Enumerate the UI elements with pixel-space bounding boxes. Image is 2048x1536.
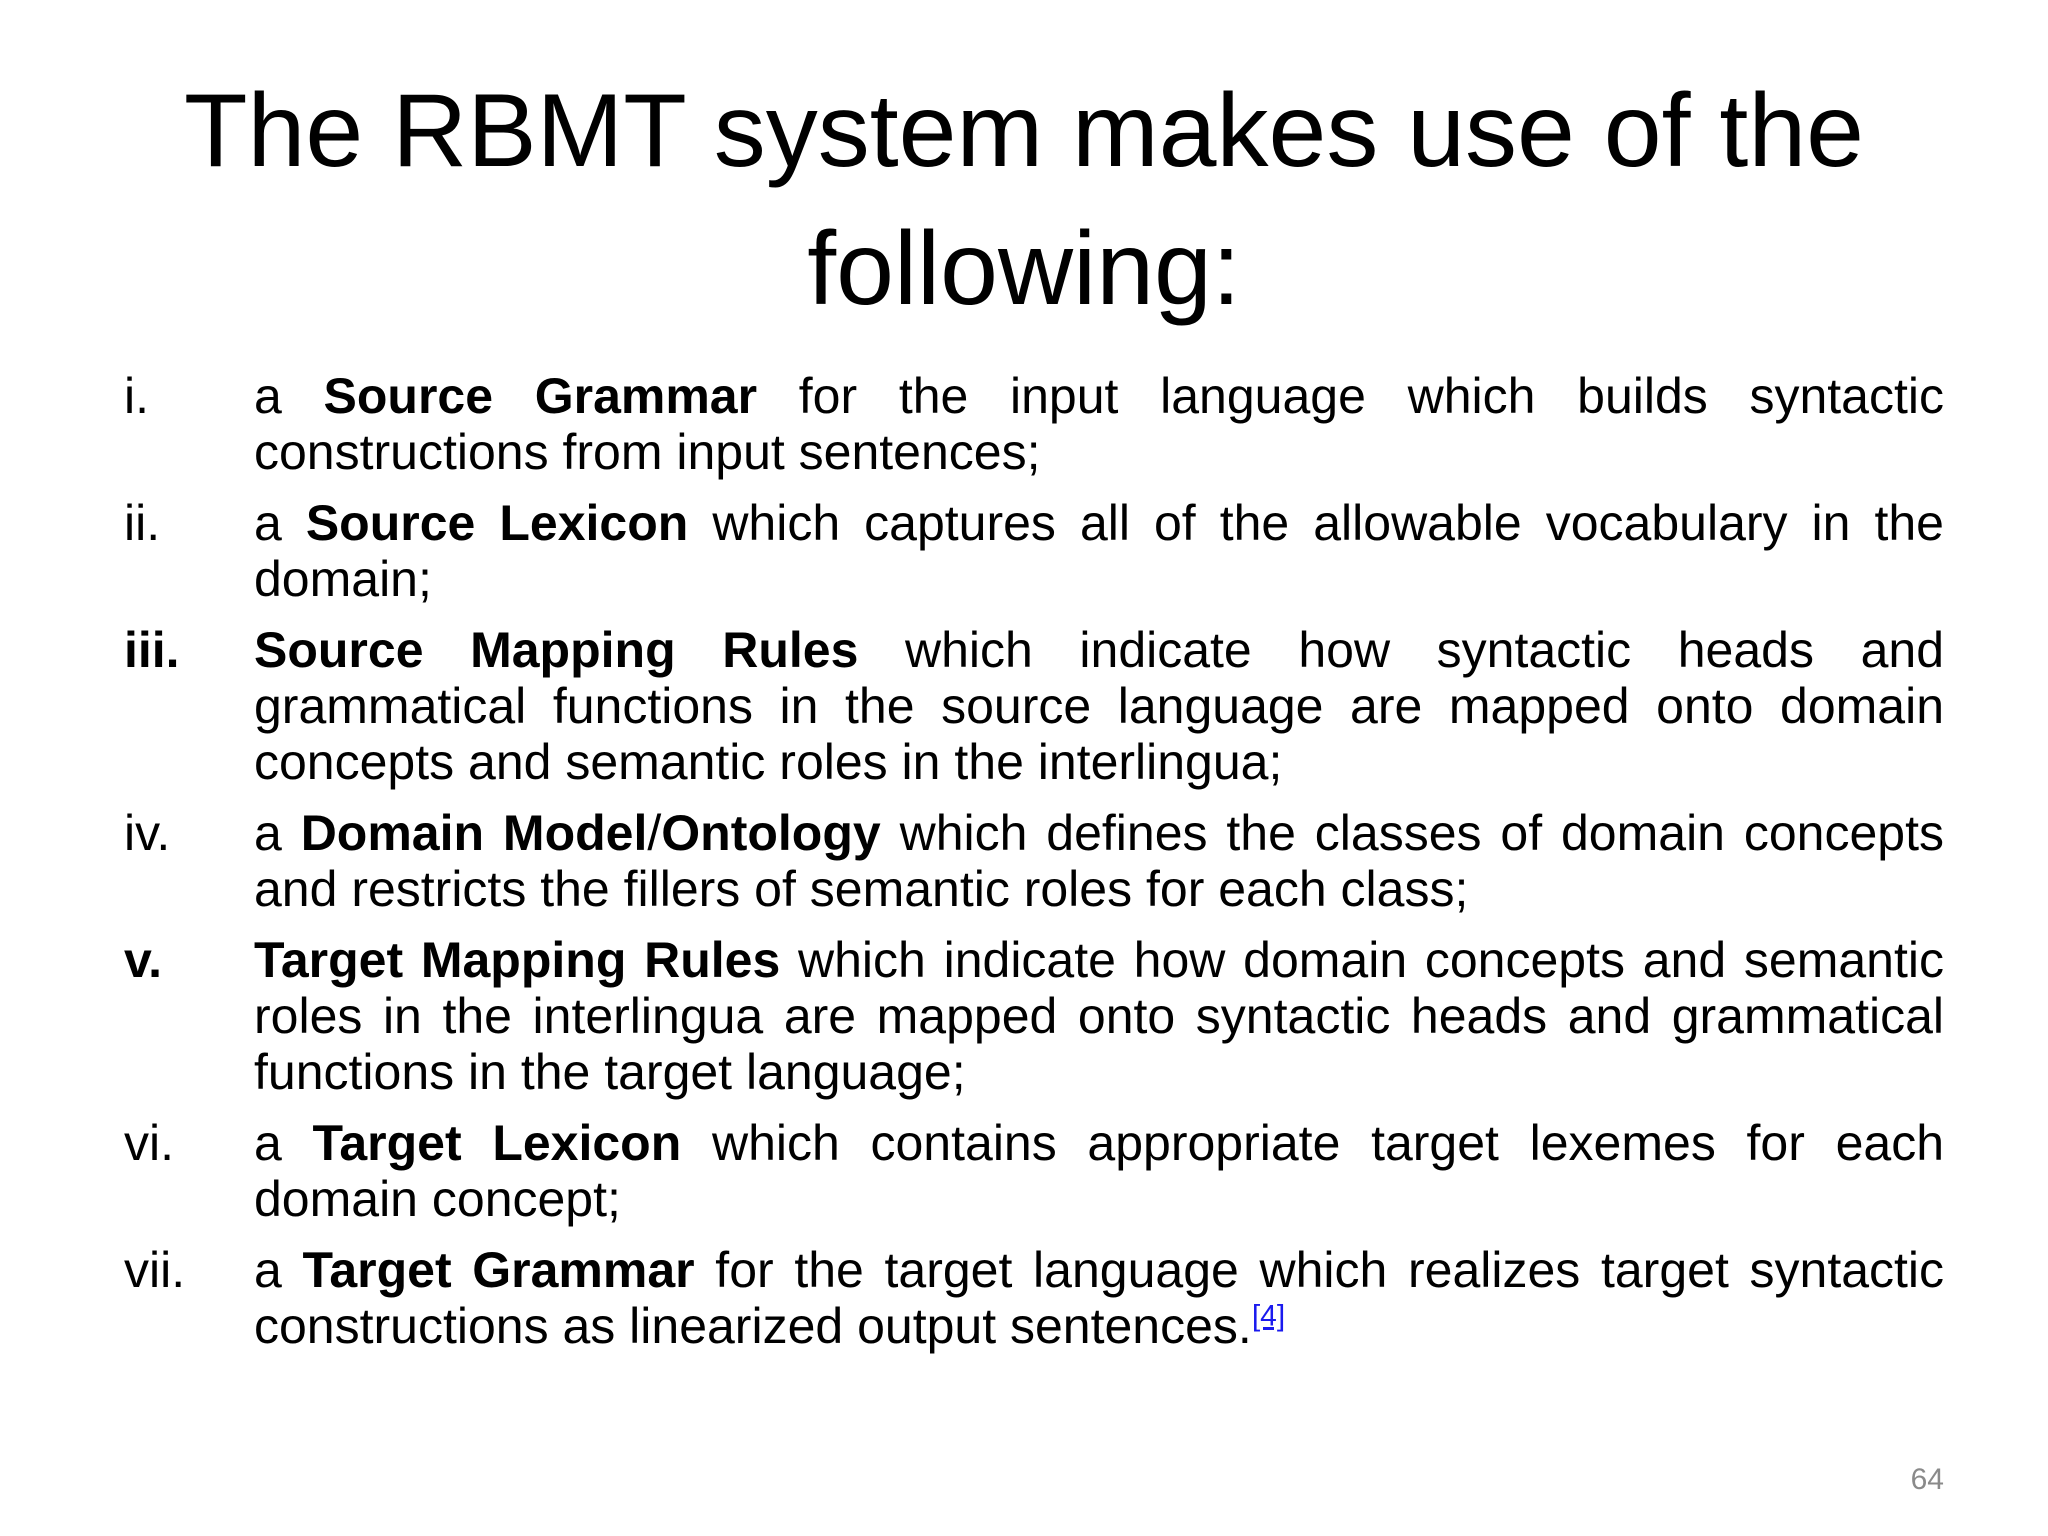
item-prefix: a [254, 1115, 313, 1171]
item-text: a Target Lexicon which contains appropri… [254, 1115, 1944, 1227]
item-separator: / [647, 805, 662, 861]
item-text: a Source Grammar for the input language … [254, 368, 1944, 480]
item-description: for the target language which realizes t… [254, 1242, 1945, 1354]
item-description: which indicate how domain concepts and s… [254, 932, 1944, 1100]
item-marker: iii. [124, 622, 180, 678]
item-prefix: a [254, 368, 324, 424]
item-term: Target Mapping Rules [254, 932, 781, 988]
item-description: for the input language which builds synt… [254, 368, 1944, 480]
list-item: iii. Source Mapping Rules which indicate… [124, 622, 1944, 790]
item-text: a Target Grammar for the target language… [254, 1242, 1944, 1354]
list-item: vii. a Target Grammar for the target lan… [124, 1242, 1944, 1354]
item-term: Source Mapping Rules [254, 622, 859, 678]
item-term: Target Lexicon [312, 1115, 682, 1171]
item-term: Source Lexicon [305, 495, 689, 551]
item-description: which captures all of the allowable voca… [254, 495, 1944, 607]
list-item: ii. a Source Lexicon which captures all … [124, 495, 1944, 607]
list-item: iv. a Domain Model/Ontology which define… [124, 805, 1944, 917]
item-description: which indicate how syntactic heads and g… [254, 622, 1944, 790]
item-marker: vi. [124, 1115, 174, 1171]
item-marker: i. [124, 368, 149, 424]
item-marker: vii. [124, 1242, 186, 1298]
citation-link[interactable]: [4] [1251, 1299, 1286, 1333]
item-term-secondary: Ontology [661, 805, 881, 861]
page-number: 64 [1910, 1463, 1944, 1496]
item-prefix: a [254, 495, 306, 551]
item-term: Domain Model [300, 805, 648, 861]
item-text: a Domain Model/Ontology which defines th… [254, 805, 1944, 917]
item-prefix: a [254, 1242, 303, 1298]
item-marker: iv. [124, 805, 171, 861]
slide-title: The RBMT system makes use of the followi… [184, 73, 1864, 327]
item-term: Target Grammar [302, 1242, 695, 1298]
requirements-list: i. a Source Grammar for the input langua… [124, 368, 1944, 1369]
item-text: Target Mapping Rules which indicate how … [254, 932, 1944, 1100]
list-item: v. Target Mapping Rules which indicate h… [124, 932, 1944, 1100]
item-description: which defines the classes of domain conc… [254, 805, 1944, 917]
item-marker: v. [124, 932, 162, 988]
item-text: a Source Lexicon which captures all of t… [254, 495, 1944, 607]
list-item: i. a Source Grammar for the input langua… [124, 368, 1944, 480]
item-text: Source Mapping Rules which indicate how … [254, 622, 1944, 790]
item-term: Source Grammar [323, 368, 758, 424]
item-prefix: a [254, 805, 301, 861]
item-marker: ii. [124, 495, 161, 551]
item-description: which contains appropriate target lexeme… [254, 1115, 1944, 1227]
list-item: vi. a Target Lexicon which contains appr… [124, 1115, 1944, 1227]
